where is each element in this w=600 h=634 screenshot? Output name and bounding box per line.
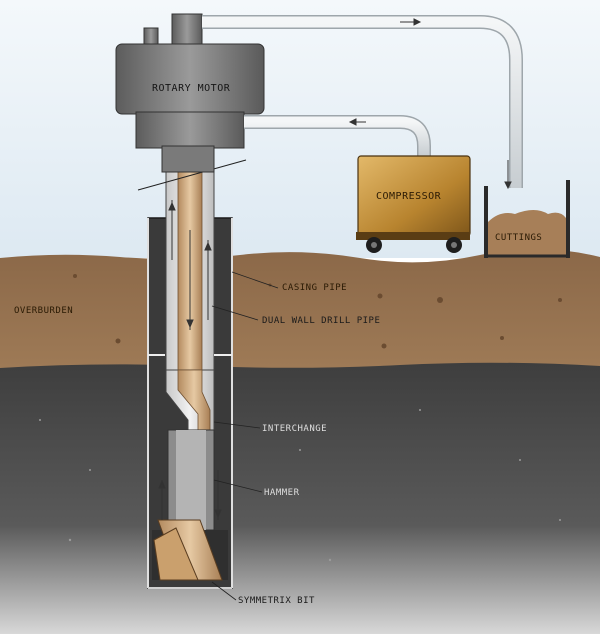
compressor-label: COMPRESSOR	[376, 191, 442, 202]
rotary-motor-label: ROTARY MOTOR	[152, 83, 231, 94]
flow-arrows	[158, 200, 222, 520]
cuttings-label: CUTTINGS	[495, 233, 543, 243]
leader-lines	[148, 271, 279, 601]
cuttings-bin-right-wall	[566, 180, 570, 258]
compressor-skid	[356, 232, 470, 240]
rock-specks	[39, 409, 561, 602]
rotary-motor-base	[135, 111, 245, 149]
rotary-motor-housing	[115, 43, 265, 115]
hammer-label: HAMMER	[264, 488, 300, 498]
hose-arrows	[348, 18, 512, 190]
cuttings-bin-left-wall	[484, 186, 488, 258]
overburden-label: OVERBURDEN	[14, 306, 74, 316]
bedrock-layer	[0, 362, 600, 634]
return-hose	[202, 16, 522, 188]
cuttings-pile	[488, 210, 566, 256]
motor-chuck	[161, 145, 215, 173]
supply-hose	[244, 116, 430, 156]
motor-outlet-stack	[171, 13, 203, 49]
overburden-layer	[0, 248, 600, 368]
interchange-label: INTERCHANGE	[262, 424, 328, 434]
casing-pipe-label: CASING PIPE	[282, 283, 348, 293]
soil-pebbles	[73, 274, 562, 349]
bit-wing-left	[153, 527, 199, 581]
dual-wall-drill-pipe-label: DUAL WALL DRILL PIPE	[262, 316, 381, 326]
pipe-cut-line	[137, 159, 247, 191]
symmetric-bit-label: SYMMETRIX BIT	[238, 596, 315, 606]
